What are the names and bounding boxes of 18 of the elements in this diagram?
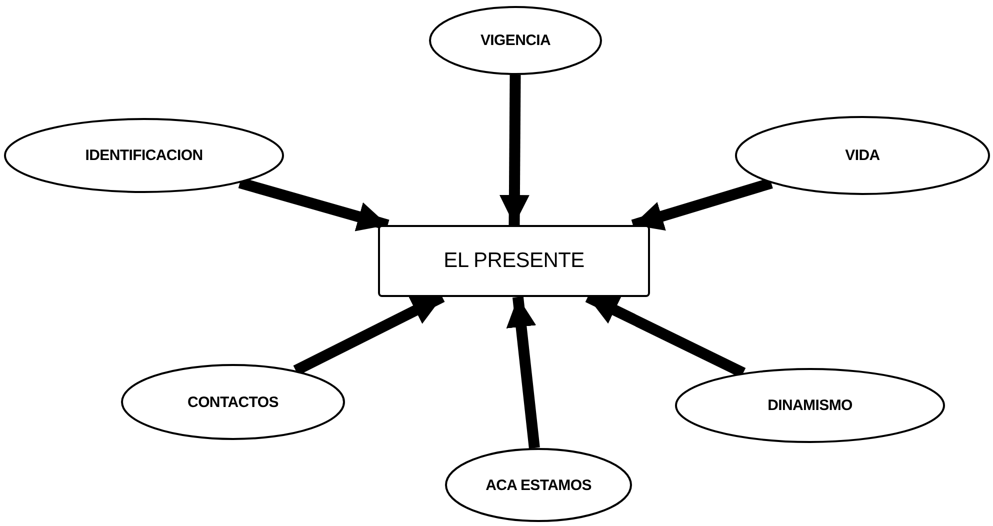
- arrow: [238, 178, 390, 232]
- node-label: VIDA: [845, 147, 880, 164]
- node-label: IDENTIFICACION: [85, 147, 203, 164]
- oval-node: [121, 364, 345, 440]
- node-label: VIGENCIA: [480, 32, 551, 49]
- oval-node: [445, 448, 632, 522]
- arrow: [499, 74, 530, 226]
- node-label: CONTACTOS: [188, 394, 278, 410]
- node-label: DINAMISMO: [768, 397, 852, 414]
- arrow: [506, 296, 540, 449]
- process-box: [378, 225, 650, 297]
- oval-node: [4, 118, 284, 193]
- node-label: EL PRESENTE: [444, 249, 584, 273]
- oval-node: [735, 116, 990, 195]
- oval-node: [429, 6, 602, 75]
- node-label: ACA ESTAMOS: [486, 476, 592, 494]
- oval-node: [675, 368, 945, 443]
- arrow: [631, 178, 773, 231]
